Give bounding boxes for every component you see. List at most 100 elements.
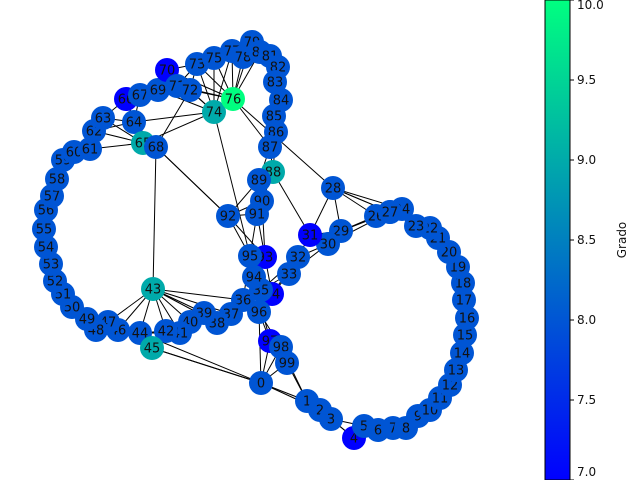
node-circle xyxy=(141,277,165,301)
node-label: 17 xyxy=(456,294,473,309)
node-circle xyxy=(202,46,226,70)
node-label: 42 xyxy=(158,325,175,340)
node-label: 29 xyxy=(333,225,350,240)
node-circle xyxy=(34,235,58,259)
node-label: 70 xyxy=(159,64,176,79)
node-label: 28 xyxy=(325,182,342,197)
node-23: 23 xyxy=(404,214,428,238)
node-label: 76 xyxy=(225,93,242,108)
node-circle xyxy=(202,100,226,124)
node-87: 87 xyxy=(258,135,282,159)
node-31: 31 xyxy=(298,223,322,247)
node-28: 28 xyxy=(321,176,345,200)
node-label: 9 xyxy=(414,410,422,425)
node-label: 91 xyxy=(249,208,266,223)
node-label: 23 xyxy=(408,220,425,235)
node-58: 58 xyxy=(45,167,69,191)
node-92: 92 xyxy=(216,204,240,228)
node-43: 43 xyxy=(141,277,165,301)
node-circle xyxy=(404,214,428,238)
node-circle xyxy=(32,217,56,241)
node-label: 95 xyxy=(242,250,259,265)
node-42: 42 xyxy=(154,319,178,343)
node-label: 13 xyxy=(448,364,465,379)
edge-31-88 xyxy=(272,171,311,236)
node-label: 72 xyxy=(182,84,199,99)
node-circle xyxy=(247,168,271,192)
node-3: 3 xyxy=(319,407,343,431)
node-label: 54 xyxy=(38,241,55,256)
node-label: 74 xyxy=(206,106,223,121)
edge-36-43 xyxy=(152,288,244,301)
node-13: 13 xyxy=(444,358,468,382)
node-label: 53 xyxy=(43,258,60,273)
node-circle xyxy=(128,83,152,107)
node-circle xyxy=(247,300,271,324)
colorbar-tick-label: 9.5 xyxy=(577,73,596,87)
edge-45-0 xyxy=(151,347,262,384)
node-label: 83 xyxy=(267,76,284,91)
node-circle xyxy=(321,176,345,200)
node-label: 27 xyxy=(382,206,399,221)
node-label: 18 xyxy=(455,277,472,292)
node-label: 20 xyxy=(441,246,458,261)
node-circle xyxy=(450,341,474,365)
edge-74-95 xyxy=(213,111,251,257)
node-label: 43 xyxy=(145,283,162,298)
node-label: 57 xyxy=(44,190,61,205)
node-30: 30 xyxy=(316,232,340,256)
node-label: 14 xyxy=(454,347,471,362)
node-circle xyxy=(378,200,402,224)
colorbar-tick-label: 7.0 xyxy=(577,465,596,479)
edge-28-76 xyxy=(232,98,334,189)
node-label: 69 xyxy=(150,84,167,99)
node-label: 32 xyxy=(290,251,307,266)
node-circle xyxy=(216,204,240,228)
node-label: 58 xyxy=(49,173,66,188)
node-89: 89 xyxy=(247,168,271,192)
node-74: 74 xyxy=(202,100,226,124)
node-circle xyxy=(78,137,102,161)
node-label: 0 xyxy=(257,377,265,392)
node-label: 3 xyxy=(327,413,335,428)
node-circle xyxy=(242,265,266,289)
node-label: 19 xyxy=(450,261,467,276)
node-33: 33 xyxy=(277,262,301,286)
node-label: 78 xyxy=(235,51,252,66)
colorbar-tick-label: 9.0 xyxy=(577,153,596,167)
node-label: 6 xyxy=(374,424,382,439)
node-95: 95 xyxy=(238,244,262,268)
node-circle xyxy=(245,202,269,226)
node-55: 55 xyxy=(32,217,56,241)
node-label: 94 xyxy=(246,271,263,286)
node-17: 17 xyxy=(452,288,476,312)
node-circle xyxy=(249,371,273,395)
node-label: 68 xyxy=(148,141,165,156)
node-label: 44 xyxy=(132,327,149,342)
node-label: 55 xyxy=(36,223,53,238)
colorbar-title: Grado xyxy=(615,222,629,259)
node-label: 30 xyxy=(320,238,337,253)
node-circle xyxy=(146,78,170,102)
node-circle xyxy=(275,351,299,375)
node-circle xyxy=(316,232,340,256)
node-label: 16 xyxy=(459,312,476,327)
node-circle xyxy=(238,244,262,268)
node-label: 45 xyxy=(144,342,161,357)
node-label: 52 xyxy=(47,275,64,290)
node-circle xyxy=(455,306,479,330)
node-circle xyxy=(144,135,168,159)
node-69: 69 xyxy=(146,78,170,102)
node-label: 8 xyxy=(402,422,410,437)
node-circle xyxy=(319,407,343,431)
node-label: 31 xyxy=(302,229,319,244)
node-circle xyxy=(140,336,164,360)
node-64: 64 xyxy=(122,110,146,134)
node-label: 4 xyxy=(350,432,358,447)
node-63: 63 xyxy=(91,106,115,130)
colorbar-tick-label: 7.5 xyxy=(577,393,596,407)
node-circle xyxy=(452,288,476,312)
